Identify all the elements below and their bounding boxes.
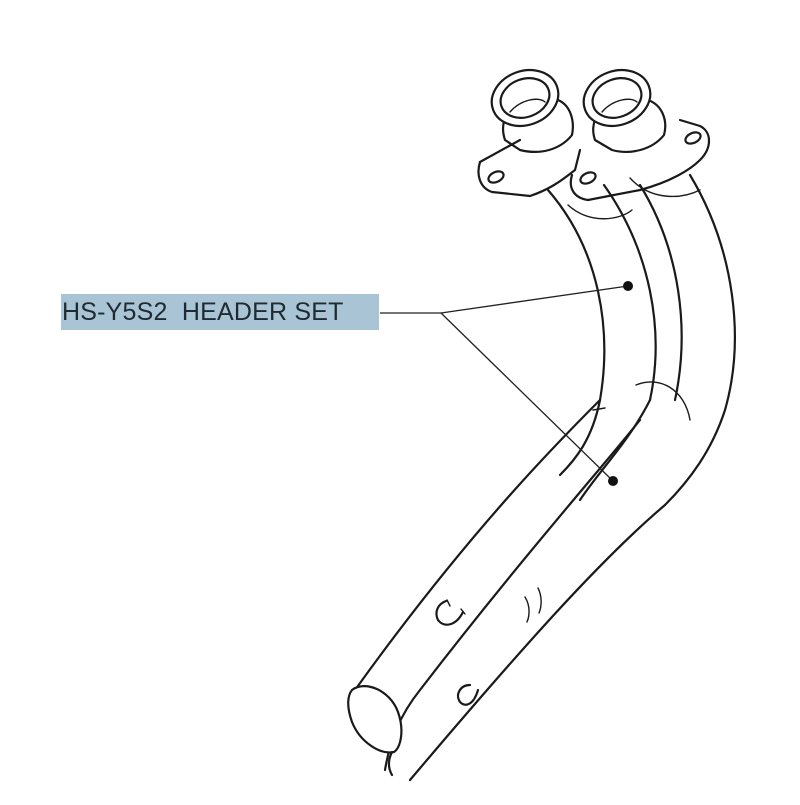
pipe-bracket-hooks bbox=[435, 599, 480, 706]
callout-dot-upper bbox=[623, 281, 633, 291]
part-label: HS-Y5S2 HEADER SET bbox=[61, 294, 379, 330]
right-flange bbox=[569, 68, 711, 202]
pipe-open-end bbox=[347, 685, 403, 777]
callout-leaders bbox=[380, 281, 633, 486]
upper-pipe-left bbox=[546, 183, 657, 477]
upper-pipe-right bbox=[567, 173, 736, 507]
callout-dot-lower bbox=[608, 476, 618, 486]
left-flange bbox=[477, 68, 582, 198]
